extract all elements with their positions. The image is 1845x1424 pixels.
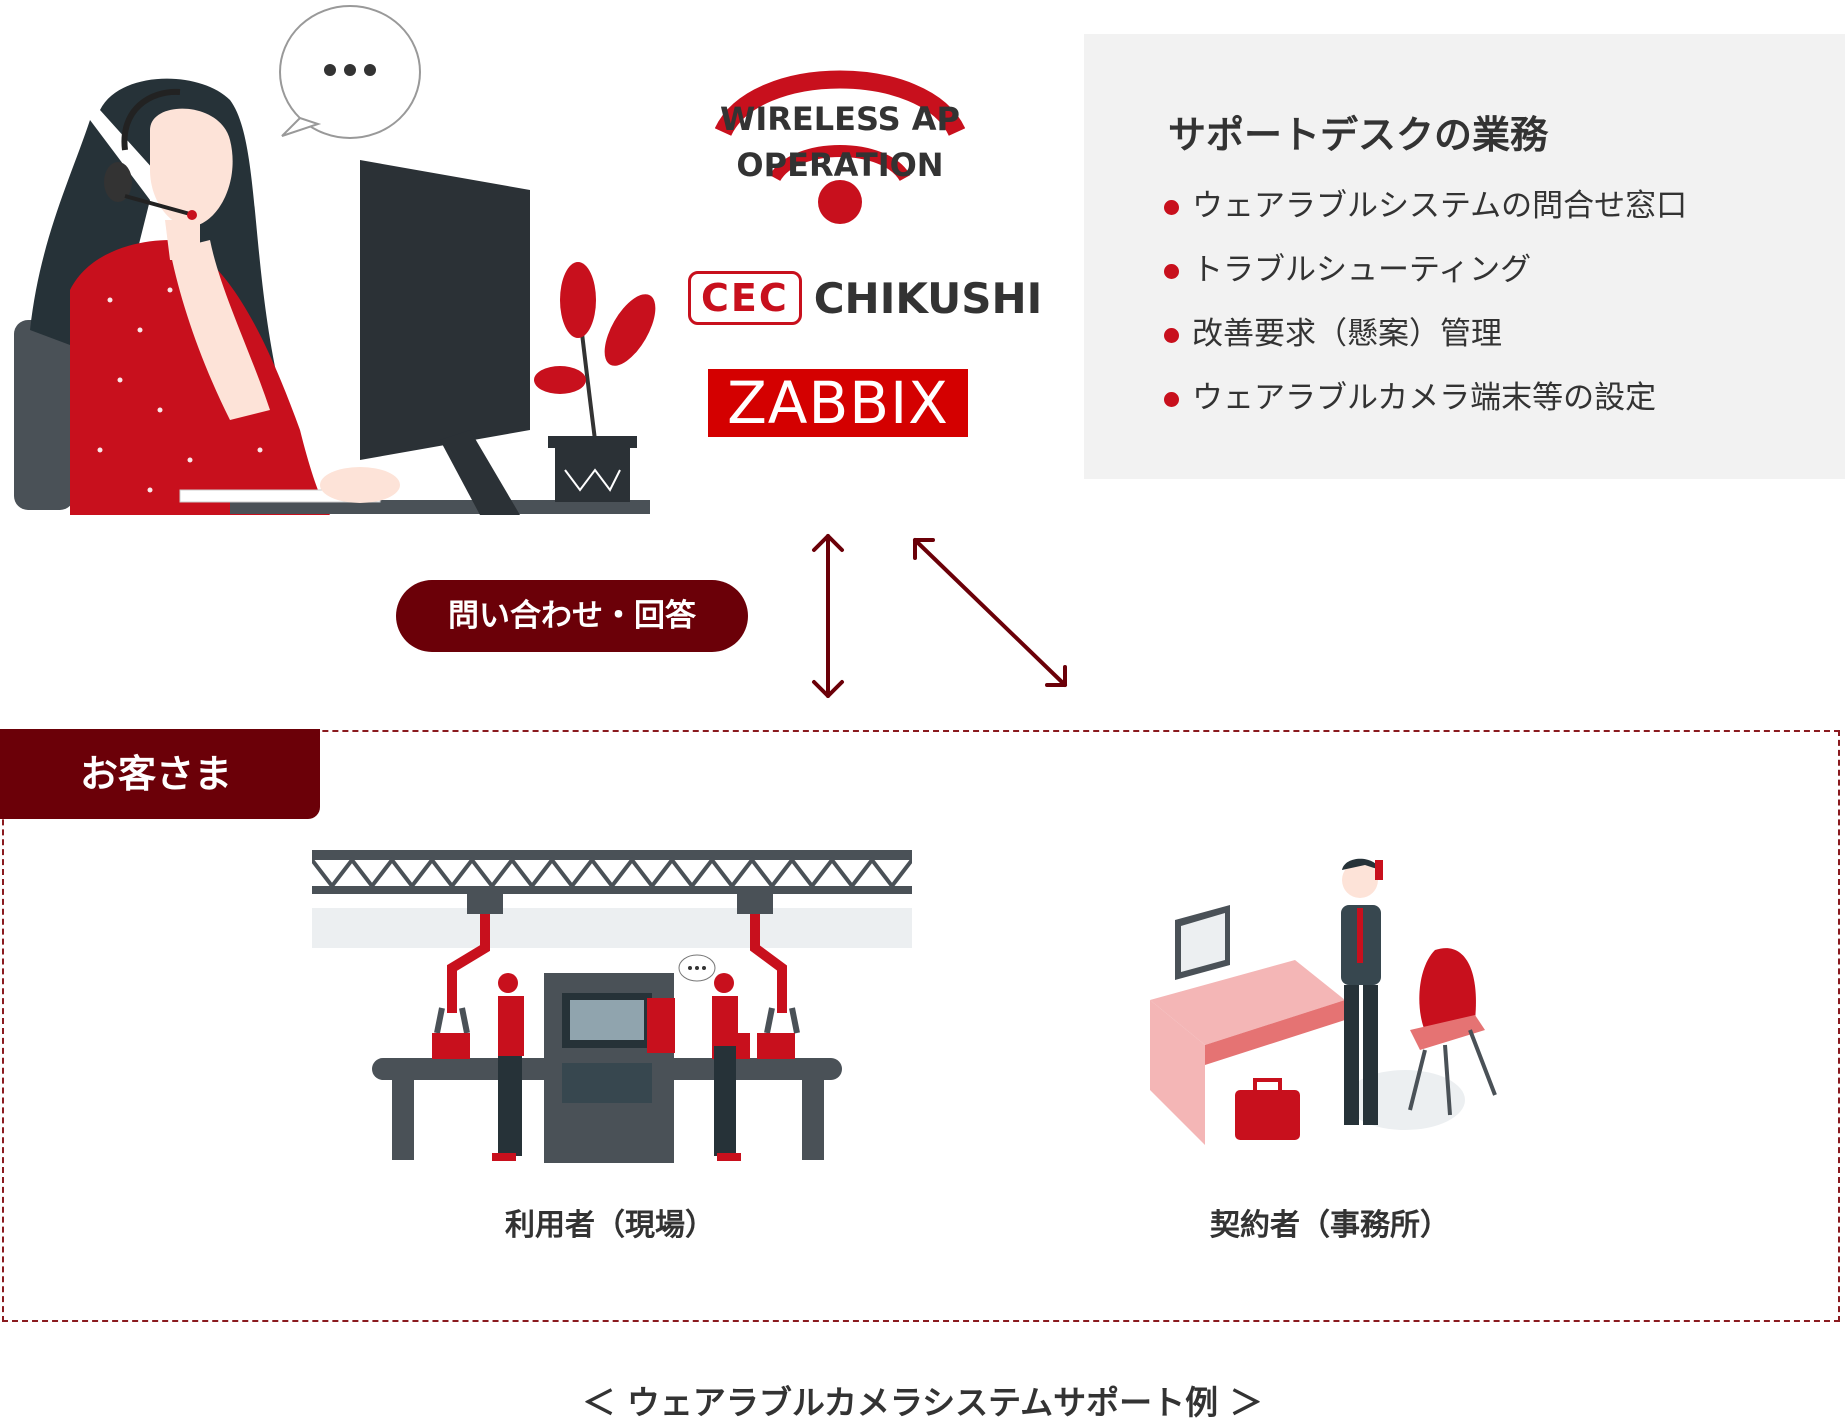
bullet-icon	[1164, 392, 1179, 407]
duty-item-label: ウェアラブルカメラ端末等の設定	[1192, 380, 1657, 416]
diagram-caption: ＜ ウェアラブルカメラシステムサポート例 ＞	[582, 1383, 1263, 1422]
speech-bubble-icon	[279, 5, 421, 139]
bullet-icon	[1164, 264, 1179, 279]
users-onsite-caption: 利用者（現場）	[505, 1208, 715, 1243]
duty-item-label: ウェアラブルシステムの問合せ窓口	[1192, 188, 1688, 224]
duty-item: トラブルシューティング	[1164, 238, 1687, 302]
cec-mark: CEC	[688, 271, 802, 325]
duty-item-label: トラブルシューティング	[1192, 252, 1532, 288]
bullet-icon	[1164, 328, 1179, 343]
duty-item: ウェアラブルカメラ端末等の設定	[1164, 366, 1687, 430]
operator-illustration	[14, 5, 656, 515]
duties-title: サポートデスクの業務	[1168, 113, 1549, 157]
office-contractor-illustration	[1150, 858, 1497, 1145]
duty-item: ウェアラブルシステムの問合せ窓口	[1164, 174, 1687, 238]
zabbix-logo: ZABBIX	[708, 369, 968, 437]
duties-list: ウェアラブルシステムの問合せ窓口 トラブルシューティング 改善要求（懸案）管理 …	[1164, 174, 1687, 430]
factory-workers-illustration	[312, 850, 912, 1163]
duty-item: 改善要求（懸案）管理	[1164, 302, 1687, 366]
inquiry-answer-label: 問い合わせ・回答	[396, 580, 748, 652]
vertical-double-arrow-icon	[812, 534, 844, 698]
wireless-ap-operation-logo: WIRELESS AP OPERATION	[715, 70, 965, 224]
support-desk-duties-panel: サポートデスクの業務 ウェアラブルシステムの問合せ窓口 トラブルシューティング …	[1084, 34, 1845, 479]
bullet-icon	[1164, 200, 1179, 215]
duty-item-label: 改善要求（懸案）管理	[1192, 316, 1502, 352]
customers-area	[2, 730, 1840, 1322]
contractor-office-caption: 契約者（事務所）	[1210, 1208, 1450, 1243]
diagonal-double-arrow-icon	[913, 538, 1067, 687]
wireless-logo-line2: OPERATION	[736, 146, 943, 184]
cec-chikushi-logo: CEC CHIKUSHI	[688, 268, 1042, 328]
wireless-logo-line1: WIRELESS AP	[720, 100, 960, 138]
connection-arrows	[812, 534, 1067, 698]
customers-tab-label: お客さま	[0, 729, 320, 819]
chikushi-wordmark: CHIKUSHI	[813, 273, 1043, 323]
